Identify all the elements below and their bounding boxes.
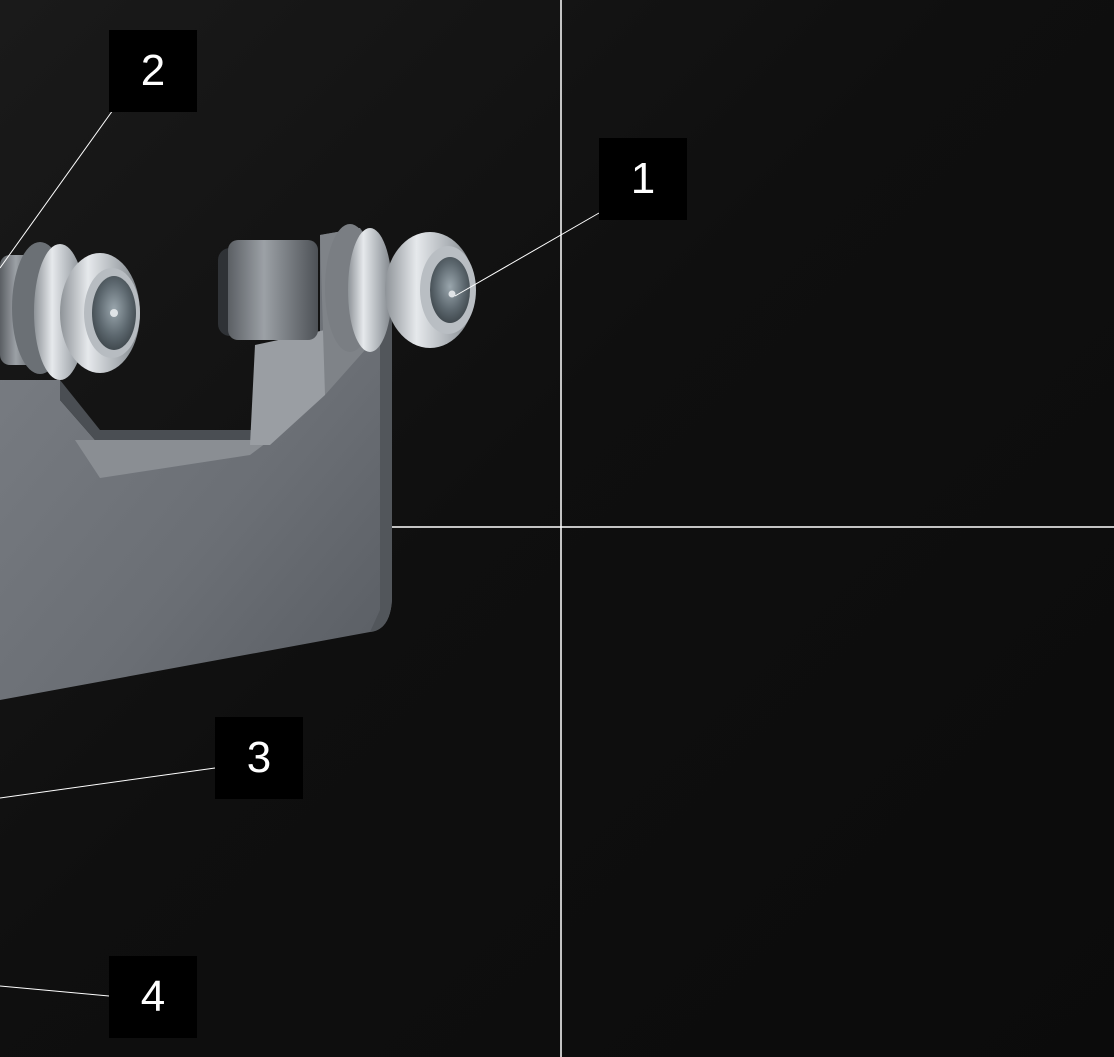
callout-2: 2 [109, 30, 197, 112]
leader-line-2 [0, 109, 114, 269]
leader-line-4 [0, 985, 110, 997]
callout-1: 1 [599, 138, 687, 220]
callout-4: 4 [109, 956, 197, 1038]
right-roller [218, 224, 476, 352]
grid-lines [392, 0, 1114, 1057]
leader-lines [0, 109, 600, 997]
callout-3: 3 [215, 717, 303, 799]
leader-line-3 [0, 767, 216, 799]
leader-line-1 [454, 212, 600, 297]
left-roller [0, 242, 140, 380]
